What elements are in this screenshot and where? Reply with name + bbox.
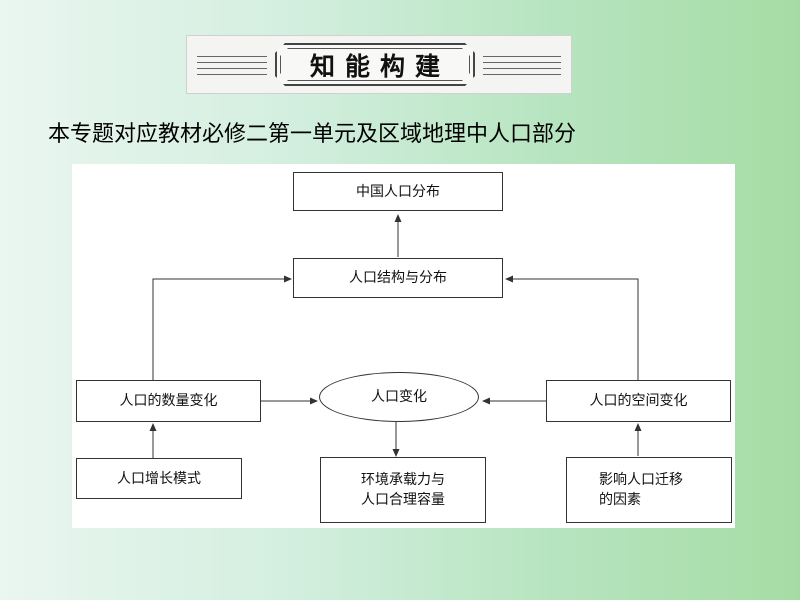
banner-rule: [197, 56, 267, 57]
node-label: 人口的空间变化: [589, 393, 688, 409]
concept-diagram: 中国人口分布 人口结构与分布 人口的数量变化 人口变化 人口的空间变化 人口增长…: [72, 164, 735, 528]
banner-rule: [483, 74, 561, 75]
node-label: 人口增长模式: [117, 470, 201, 487]
node-label: 的因素: [599, 492, 641, 508]
banner-rule: [483, 68, 561, 69]
banner-rule: [197, 68, 267, 69]
arrow-quantity-to-structure: [152, 275, 292, 380]
arrow-spatial-to-structure: [505, 275, 639, 380]
banner-rule: [483, 56, 561, 57]
banner-rule: [483, 62, 561, 63]
node-migration-factors: 影响人口迁移 的因素: [566, 457, 732, 523]
banner-title-frame: 知能构建: [275, 43, 475, 86]
node-label: 中国人口分布: [356, 183, 440, 200]
banner-title: 知能构建: [309, 51, 450, 81]
diagram-connectors: [149, 214, 642, 458]
node-label: 人口合理容量: [361, 492, 445, 508]
banner-rule: [197, 74, 267, 75]
page-subtitle: 本专题对应教材必修二第一单元及区域地理中人口部分: [48, 122, 577, 147]
node-label: 影响人口迁移: [599, 472, 683, 488]
node-label: 人口结构与分布: [349, 270, 447, 286]
node-label: 环境承载力与: [361, 472, 445, 488]
node-label: 人口变化: [371, 389, 427, 405]
node-quantity-change: 人口的数量变化: [76, 380, 261, 422]
section-banner: 知能构建: [186, 35, 572, 94]
node-spatial-change: 人口的空间变化: [546, 380, 731, 422]
banner-rule: [197, 62, 267, 63]
node-carrying-capacity: 环境承载力与 人口合理容量: [320, 457, 486, 523]
node-population-change: 人口变化: [319, 372, 479, 422]
node-growth-model: 人口增长模式: [76, 458, 242, 499]
node-structure-distribution: 人口结构与分布: [293, 258, 503, 298]
node-label: 人口的数量变化: [119, 393, 218, 409]
node-china-distribution: 中国人口分布: [293, 172, 503, 211]
